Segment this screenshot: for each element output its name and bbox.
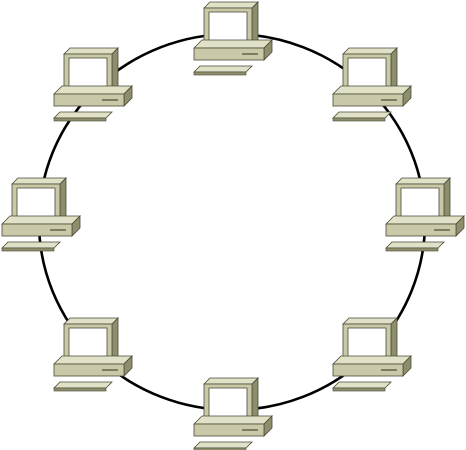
desktop-computer-icon <box>193 377 273 450</box>
desktop-computer-icon <box>53 47 133 122</box>
computer-bottom-right <box>332 317 412 392</box>
desktop-computer-icon <box>193 1 273 76</box>
desktop-computer-icon <box>1 177 81 252</box>
computer-left <box>1 177 81 252</box>
desktop-computer-icon <box>385 177 465 252</box>
computer-top <box>193 1 273 76</box>
computer-bottom <box>193 377 273 450</box>
computer-top-right <box>332 47 412 122</box>
desktop-computer-icon <box>332 317 412 392</box>
computer-right <box>385 177 465 252</box>
desktop-computer-icon <box>53 317 133 392</box>
desktop-computer-icon <box>332 47 412 122</box>
computer-bottom-left <box>53 317 133 392</box>
computer-top-left <box>53 47 133 122</box>
